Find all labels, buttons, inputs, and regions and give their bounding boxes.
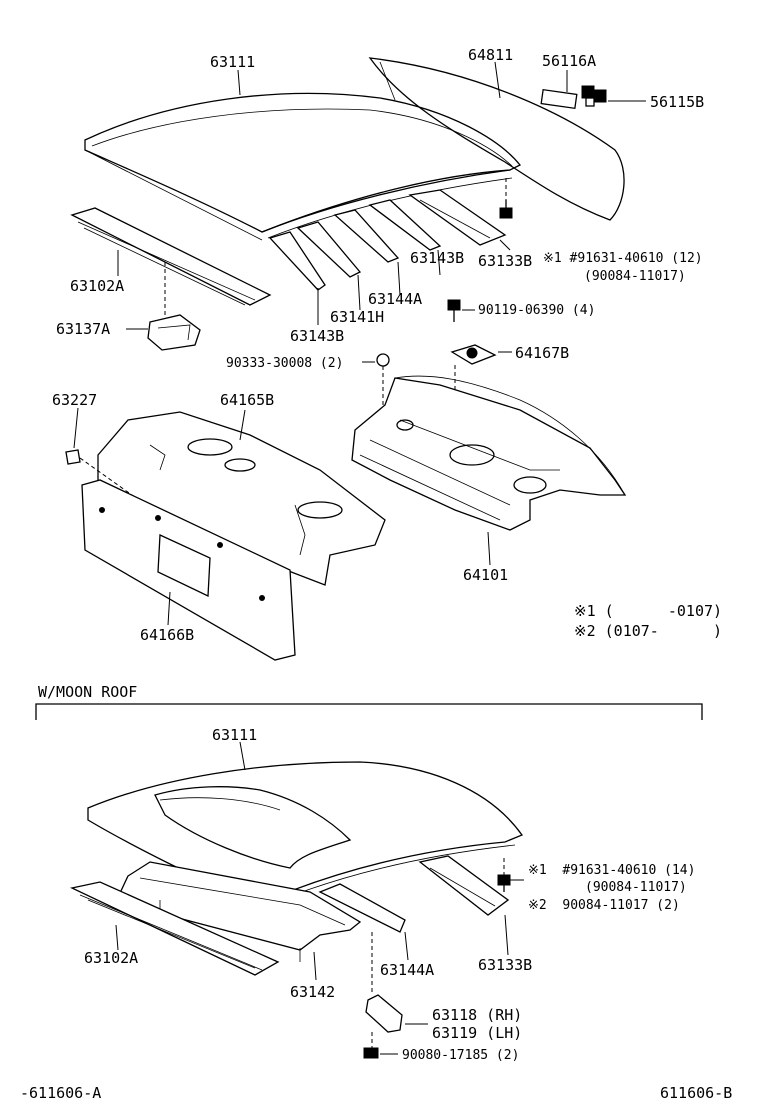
label-64811: 64811 xyxy=(468,46,513,64)
part-56115b xyxy=(581,85,607,107)
legend-note1: ※1 ( -0107) xyxy=(574,602,722,620)
label-63142: 63142 xyxy=(290,983,335,1001)
label-moon-63133b: 63133B xyxy=(478,956,532,974)
front-header-63102a xyxy=(70,207,272,306)
lower-section: W/MOON ROOF xyxy=(35,683,703,1059)
grommet-64167b xyxy=(450,344,497,365)
note1-line1: ※1 #91631-40610 (12) xyxy=(543,251,703,266)
roof-bows xyxy=(268,189,507,291)
label-56115b: 56115B xyxy=(650,93,704,111)
bolt-lower xyxy=(497,858,511,892)
panel-64166b xyxy=(81,479,296,661)
bolt-91631 xyxy=(499,178,513,219)
label-moon-63144a: 63144A xyxy=(380,961,434,979)
part-56116a xyxy=(540,88,578,110)
legend-note2: ※2 (0107- ) xyxy=(574,622,722,640)
section-bracket xyxy=(35,703,703,720)
label-90333: 90333-30008 (2) xyxy=(226,356,343,371)
label-63133b: 63133B xyxy=(478,252,532,270)
label-63144a: 63144A xyxy=(368,290,422,308)
bolt-90119 xyxy=(447,299,461,322)
lower-note1-line1: ※1 #91631-40610 (14) xyxy=(528,863,695,878)
label-63111: 63111 xyxy=(210,53,255,71)
label-63102a: 63102A xyxy=(70,277,124,295)
label-56116a: 56116A xyxy=(542,52,596,70)
clip-90333 xyxy=(376,353,390,367)
label-64167b: 64167B xyxy=(515,344,569,362)
footer-right-code: 611606-B xyxy=(660,1084,732,1102)
label-63227: 63227 xyxy=(52,391,97,409)
label-90119: 90119-06390 (4) xyxy=(478,303,595,318)
rear-window-64811 xyxy=(368,57,625,221)
label-63137a: 63137A xyxy=(56,320,110,338)
roof-panel-63111 xyxy=(84,92,522,241)
label-64166b: 64166B xyxy=(140,626,194,644)
bracket-63118-63119 xyxy=(365,932,403,1033)
label-63141h: 63141H xyxy=(330,308,384,326)
bow-63144a-lower xyxy=(318,883,406,933)
lower-note1-line2: (90084-11017) xyxy=(585,880,687,895)
section-title-moon-roof: W/MOON ROOF xyxy=(38,683,137,701)
footer-left-code: -611606-A xyxy=(20,1084,101,1102)
front-header-63102a-lower xyxy=(69,881,280,976)
label-moon-63111: 63111 xyxy=(212,726,257,744)
label-64101: 64101 xyxy=(463,566,508,584)
package-tray-64101 xyxy=(351,375,627,531)
bracket-63137a xyxy=(147,314,201,351)
rear-header-63133b-lower xyxy=(418,855,510,916)
label-64165b: 64165B xyxy=(220,391,274,409)
note1-line2: (90084-11017) xyxy=(584,269,686,284)
lower-note2: ※2 90084-11017 (2) xyxy=(528,898,680,913)
label-63143b-right: 63143B xyxy=(410,249,464,267)
label-63118: 63118 (RH) xyxy=(432,1006,522,1024)
clip-63227 xyxy=(65,449,81,465)
label-90080: 90080-17185 (2) xyxy=(402,1048,519,1063)
label-63143b-left: 63143B xyxy=(290,327,344,345)
label-moon-63102a: 63102A xyxy=(84,949,138,967)
label-63119: 63119 (LH) xyxy=(432,1024,522,1042)
upper-section xyxy=(65,57,646,661)
nut-90080 xyxy=(363,1032,379,1059)
